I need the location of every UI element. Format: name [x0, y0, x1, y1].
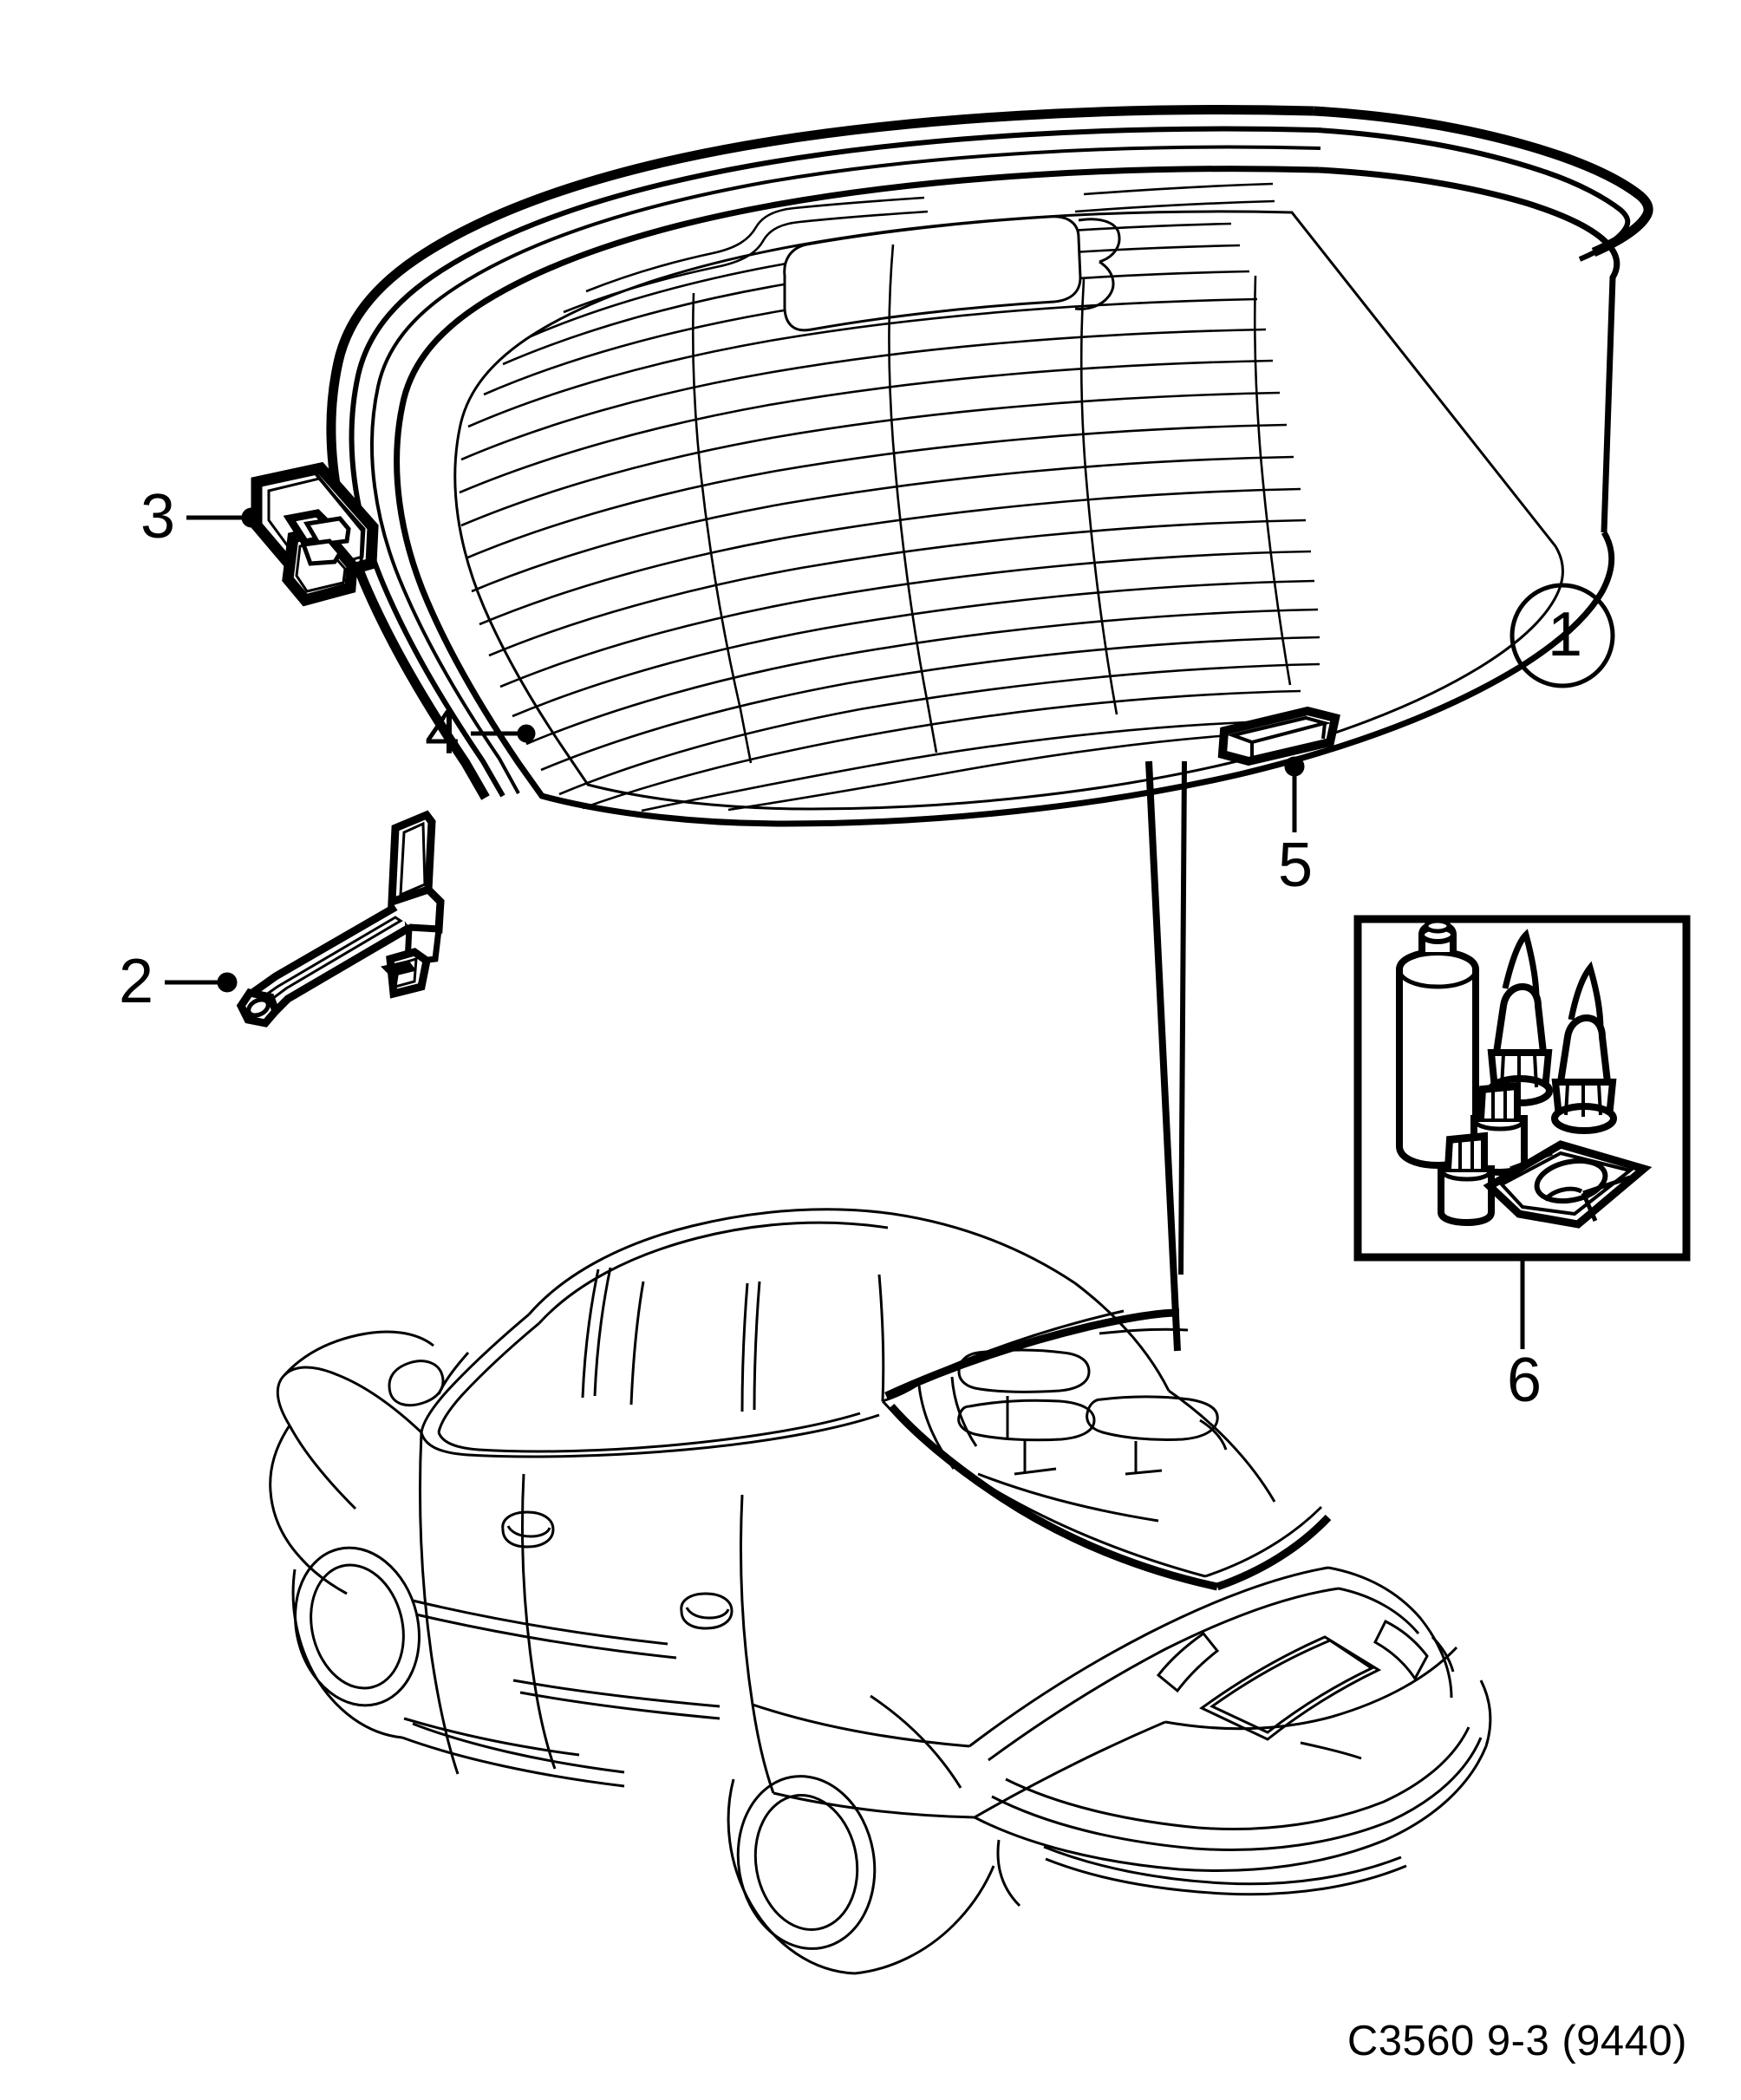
- part-retaining-clip: [251, 461, 379, 607]
- rear-window-assembly: [326, 105, 1653, 827]
- assembly-leader-lines: [1145, 760, 1187, 1352]
- part-spacer-block: [1217, 706, 1340, 766]
- window-moulding-outer: [326, 105, 1653, 800]
- part-adhesive-kit: [1353, 915, 1691, 1262]
- rear-window-glass-edge: [394, 166, 1620, 827]
- nozzle-cone-2: [1551, 961, 1617, 1134]
- callout-label-4: 4: [425, 698, 460, 767]
- callout-label-5: 5: [1278, 831, 1314, 900]
- wipe-sachet: [1483, 1140, 1653, 1229]
- antenna-cutout: [783, 215, 1121, 332]
- callout-label-2: 2: [119, 947, 154, 1016]
- defroster-lines-upper: [563, 182, 1275, 314]
- primer-bottle-2: [1438, 1132, 1495, 1227]
- callout-label-3: 3: [140, 482, 176, 551]
- callout-leaders: [165, 507, 1615, 1349]
- vehicle-illustration: [269, 1208, 1492, 1975]
- callout-label-1: 1: [1548, 600, 1583, 669]
- callout-label-6: 6: [1507, 1346, 1542, 1415]
- callout-1-circle: [1510, 583, 1615, 688]
- adhesive-cartridge: [1396, 918, 1479, 1170]
- figure-caption: C3560 9-3 (9440): [1347, 2018, 1687, 2064]
- defroster-bus-bars: [691, 244, 1292, 764]
- part-support-bracket: [236, 810, 445, 1027]
